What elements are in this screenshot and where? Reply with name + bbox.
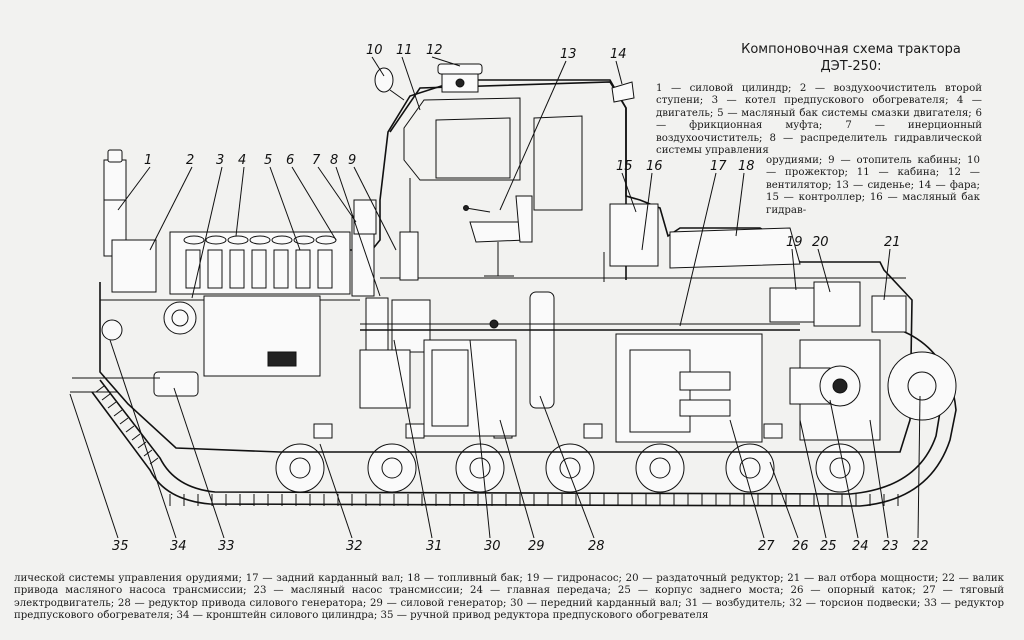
- callout-number: 33: [218, 539, 235, 554]
- callout-number: 1: [144, 153, 152, 168]
- callout-number: 20: [812, 235, 829, 250]
- callout-number: 5: [264, 153, 272, 168]
- callout-number: 16: [646, 159, 663, 174]
- road-wheel: [725, 423, 783, 493]
- power-cylinder: [103, 149, 127, 257]
- rear-units: [353, 199, 907, 333]
- callout-number: 26: [792, 539, 809, 554]
- road-wheel: [275, 423, 333, 493]
- callout-number: 12: [426, 43, 443, 58]
- callout-number: 18: [738, 159, 755, 174]
- seat: [463, 195, 533, 277]
- callout-number: 6: [286, 153, 294, 168]
- callout-number: 17: [710, 159, 727, 174]
- cabin-fan: [437, 63, 483, 93]
- road-wheels: [275, 423, 873, 493]
- title-line-1: Компоновочная схема трактора: [741, 42, 961, 57]
- callout-number: 3: [216, 153, 224, 168]
- title-line-2: ДЭТ-250:: [820, 59, 882, 74]
- road-wheel: [367, 423, 425, 493]
- diagram-title: Компоновочная схема трактора ДЭТ-250:: [716, 41, 986, 75]
- callout-number: 4: [238, 153, 246, 168]
- callout-number: 25: [820, 539, 837, 554]
- callout-number: 19: [786, 235, 803, 250]
- callout-number: 8: [330, 153, 338, 168]
- callout-number: 27: [758, 539, 775, 554]
- legend-bottom: лической системы управления орудиями; 17…: [14, 573, 1004, 622]
- callout-number: 24: [852, 539, 869, 554]
- callout-number: 35: [112, 539, 129, 554]
- callout-number: 14: [610, 47, 627, 62]
- legend-top-first: 1 — силовой цилиндр; 2 — воздухоочистите…: [656, 83, 982, 157]
- callout-number: 22: [912, 539, 929, 554]
- callout-number: 23: [882, 539, 899, 554]
- spotlight: [374, 67, 405, 101]
- callout-number: 15: [616, 159, 633, 174]
- traction-motor: [615, 333, 763, 443]
- headlight: [611, 81, 635, 103]
- transmission-group: [351, 215, 800, 437]
- callout-number: 7: [312, 153, 321, 168]
- callout-number: 34: [170, 539, 187, 554]
- callout-number: 30: [484, 539, 501, 554]
- engine: [70, 231, 351, 397]
- callout-number: 13: [560, 47, 577, 62]
- callout-number: 29: [528, 539, 545, 554]
- callout-number: 32: [346, 539, 363, 554]
- callout-number: 9: [348, 153, 356, 168]
- callout-number: 2: [186, 153, 194, 168]
- rear-axle: [789, 339, 957, 441]
- callout-number: 28: [588, 539, 605, 554]
- callout-number: 11: [396, 43, 413, 58]
- leader-lines: [69, 56, 921, 539]
- legend-top-second: орудиями; 9 — отопитель кабины; 10 — про…: [766, 155, 980, 216]
- callout-number: 10: [366, 43, 383, 58]
- callout-number: 31: [426, 539, 443, 554]
- callout-number: 21: [884, 235, 901, 250]
- cabin: [389, 81, 627, 281]
